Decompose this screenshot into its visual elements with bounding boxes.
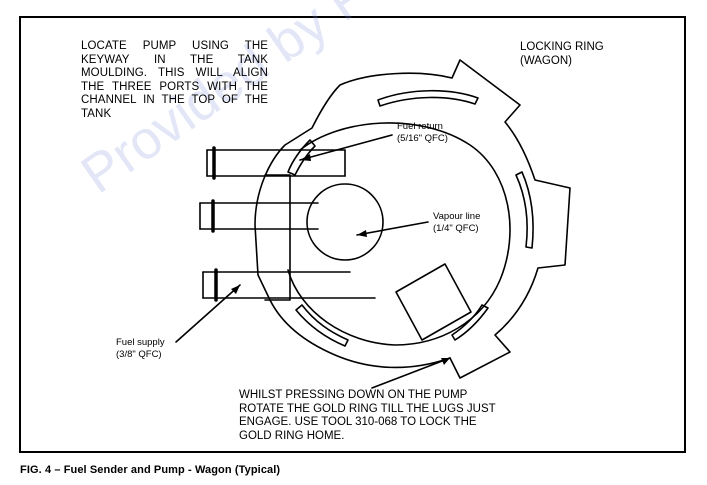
fuel-supply-label: Fuel supply (3/8" QFC) [116,337,165,360]
locking-ring-outline [254,59,571,379]
vapour-line-dome [306,183,384,261]
ring-slot-top [377,89,479,107]
fuel-return-label: Fuel return (5/16" QFC) [397,121,448,144]
arrow-vapour-line [357,230,367,237]
pump-body [287,122,511,346]
locate-pump-note: LOCATE PUMP USING THE KEYWAY IN THE TANK… [81,40,268,120]
leader-vapour-line [356,221,429,236]
arrow-fuel-return [300,154,311,161]
locking-ring-label: LOCKING RING (WAGON) [520,41,604,67]
ring-slot-right [515,171,534,249]
vapour-line-label: Vapour line (1/4" QFC) [433,211,481,234]
pressing-instruction-note: WHILST PRESSING DOWN ON THE PUMP ROTATE … [239,389,496,442]
fuel-return-pipe [206,146,346,180]
leader-fuel-return [299,134,393,161]
ring-slot-lower-right [451,304,489,341]
leader-pressing [371,357,451,389]
ring-slot-lower-left [295,304,349,347]
leader-fuel-supply [175,284,241,343]
pump-flange [264,174,291,301]
sender-square [395,263,472,341]
diagram-frame [19,16,686,453]
arrow-pressing [441,358,450,365]
arrow-fuel-supply [231,285,240,294]
vapour-line-pipe [199,199,319,233]
figure-caption: FIG. 4 – Fuel Sender and Pump - Wagon (T… [20,464,281,476]
fuel-supply-pipe [202,268,376,302]
